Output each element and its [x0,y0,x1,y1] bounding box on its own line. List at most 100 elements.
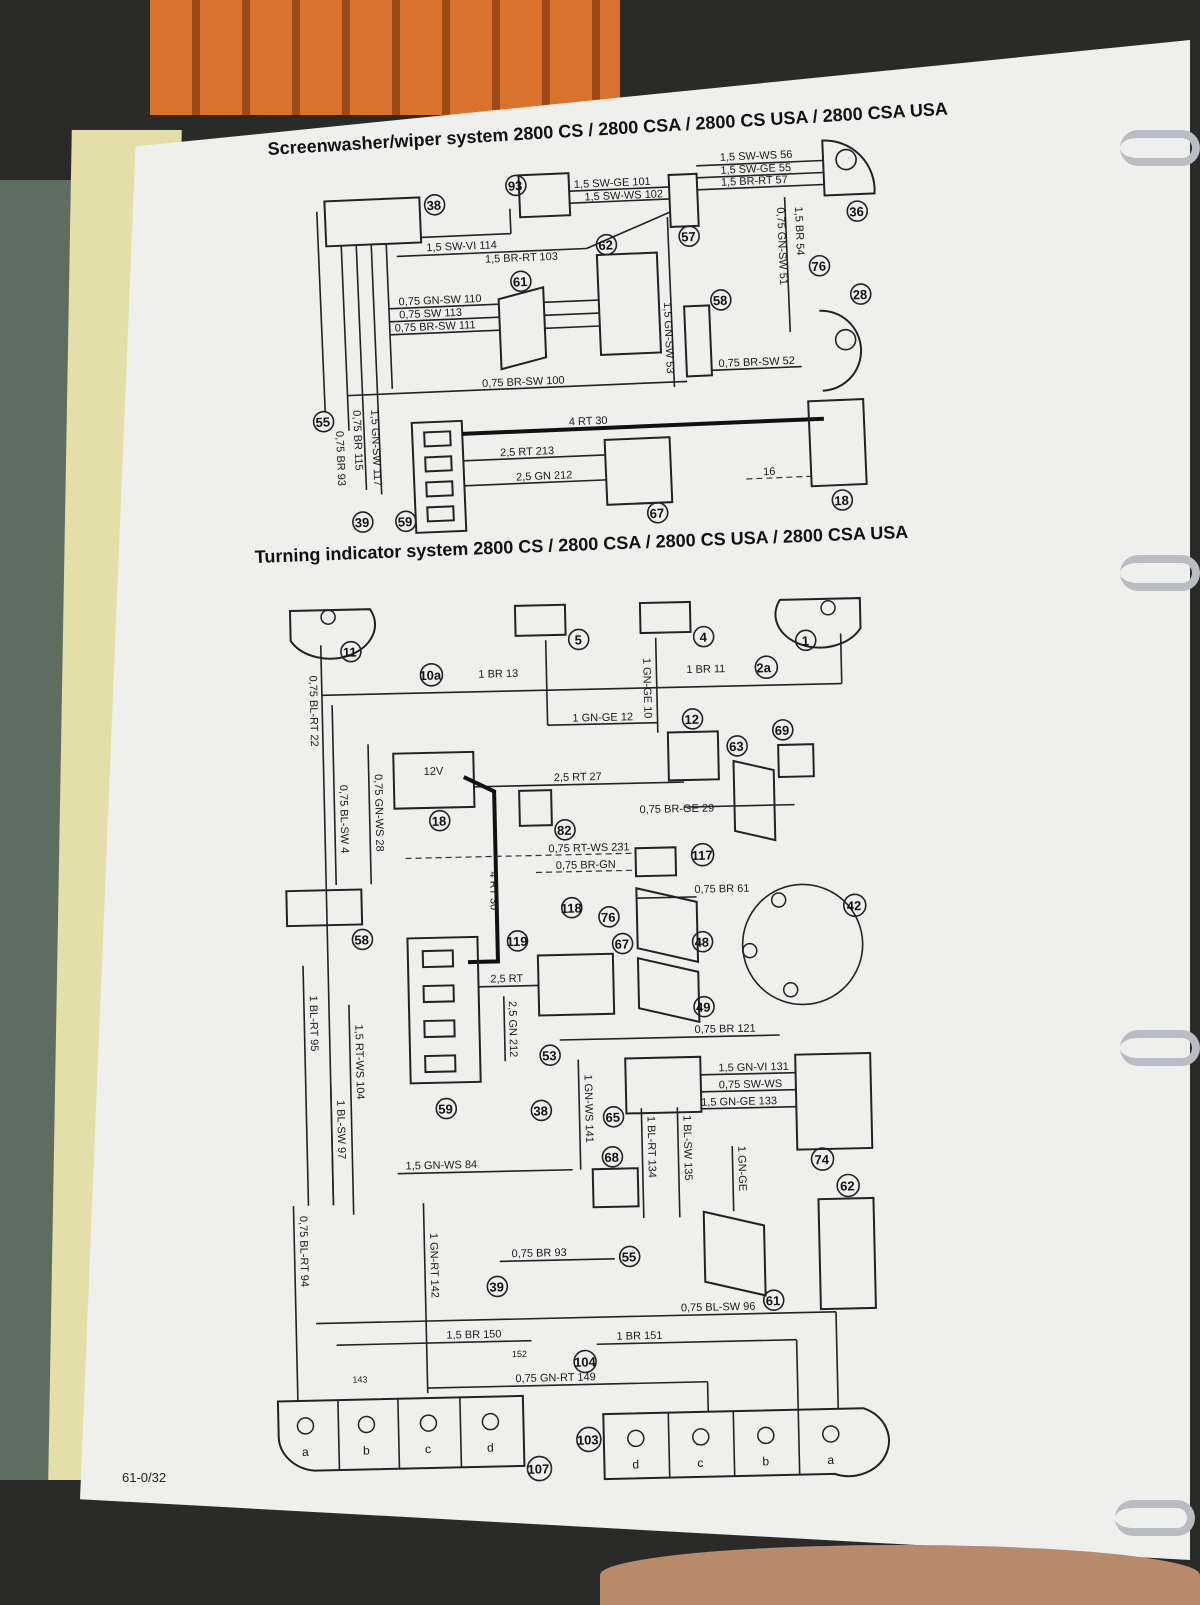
wire-label: 1 GN-GE 10 [640,658,653,719]
wire [656,638,658,733]
wire-label: 0,75 RT-WS 231 [548,841,629,855]
wire [510,209,511,234]
wire-label: 1 BL-RT 95 [307,995,320,1051]
divider [733,1411,734,1476]
bulb-icon [743,944,757,958]
callout-38: 38 [533,1103,548,1118]
wire-label: 1 GN-RT 142 [427,1233,440,1298]
fuse-7 [425,1055,455,1072]
wiper-motor-36 [822,138,875,195]
callout-67: 67 [649,505,664,521]
callout-65: 65 [605,1110,620,1125]
flasher-relay-12 [668,731,719,780]
callout-76: 76 [811,258,826,274]
wire [406,853,636,858]
callout-2a: 2a [756,660,772,675]
wire-label: 1 BL-RT 134 [645,1116,658,1178]
wire-label: 0,75 BR-GE 29 [639,802,714,816]
lamp-label-d: d [487,1441,494,1455]
wire [386,244,392,389]
turn-indicator-title: Turning indicator system 2800 CS / 2800 … [254,522,908,567]
callout-1: 1 [802,633,810,648]
wire-label: 1 BL-SW 135 [681,1115,694,1181]
divider [398,1399,400,1469]
bulb-icon [482,1413,498,1429]
turn-switch-74 [795,1053,872,1150]
callout-107: 107 [527,1461,549,1476]
connector-49 [638,957,699,1023]
callout-53: 53 [542,1048,557,1063]
lamp-label-a: a [302,1445,309,1459]
hazard-switch-65 [625,1057,701,1114]
callout-36: 36 [849,204,864,220]
wire-label: 152 [512,1349,527,1359]
callout-39: 39 [355,515,370,531]
wire [337,1341,532,1345]
bulb-icon [297,1418,313,1434]
wire [836,1312,838,1409]
wire [732,1146,733,1211]
callout-18: 18 [432,814,447,829]
callout-12: 12 [684,712,699,727]
wire-label: 1 GN-WS 141 [582,1074,596,1143]
switch-117 [635,847,676,876]
wire [797,1340,799,1410]
rear-lamp-107 [278,1396,525,1472]
page-number: 61-0/32 [122,1470,166,1485]
wire-label: 1,5 BR 54 [792,206,806,255]
wire [560,1035,780,1040]
wire-label: 0,75 BL-RT 22 [306,675,320,746]
relay-93 [518,173,570,217]
callout-62: 62 [598,237,613,253]
bulb-icon [771,893,785,907]
wire-label: 1 BR 11 [686,663,725,676]
callout-55: 55 [315,414,330,430]
motor-symbol [836,149,857,170]
wiper-switch-38 [324,197,421,246]
connector-61 [498,287,546,369]
wire [331,1085,334,1205]
wire [464,776,498,962]
wire-label: 0,75 SW-WS [719,1078,783,1091]
relay-67 [605,437,673,505]
callout-11: 11 [343,645,357,660]
wire [423,1203,427,1393]
wire-label: 0,75 BR 61 [694,883,749,896]
ground-strap [746,476,811,479]
wire-label: 0,75 BR 115 [350,410,365,471]
connector-63 [733,760,775,841]
wire [322,684,842,696]
relay-82 [519,790,552,826]
callout-68: 68 [604,1150,619,1165]
callout-63: 63 [729,739,744,754]
bulb-icon [358,1416,374,1432]
wire-label: 1 BL-SW 97 [334,1100,347,1160]
wire [544,300,599,302]
battery-18 [393,752,474,809]
callout-4: 4 [700,630,708,645]
callout-93: 93 [508,178,523,194]
wire-label: 0,75 BL-RT 94 [297,1216,311,1287]
wire [316,1312,836,1324]
lamp-label-d: d [632,1457,639,1471]
callout-59: 59 [398,514,413,530]
callout-42: 42 [847,898,862,913]
instrument-cluster-42 [741,883,864,1006]
wire [462,419,824,434]
wire [332,705,336,885]
wire-label: 0,75 BR 121 [694,1023,755,1036]
divider [798,1410,799,1475]
callout-59: 59 [438,1101,453,1116]
wire-label: 1 GN-GE 12 [572,711,633,724]
lamp-11 [290,609,376,659]
wire [504,996,505,1061]
callout-28: 28 [852,287,867,303]
bulb-icon [693,1429,709,1445]
wire-label: 1 BR 13 [478,668,518,681]
bulb-icon [784,983,798,997]
callout-58: 58 [713,293,728,309]
bulb-icon [321,610,335,624]
lamp-label-c: c [697,1456,703,1470]
side-lamp-5 [515,605,566,636]
wire [637,897,697,898]
